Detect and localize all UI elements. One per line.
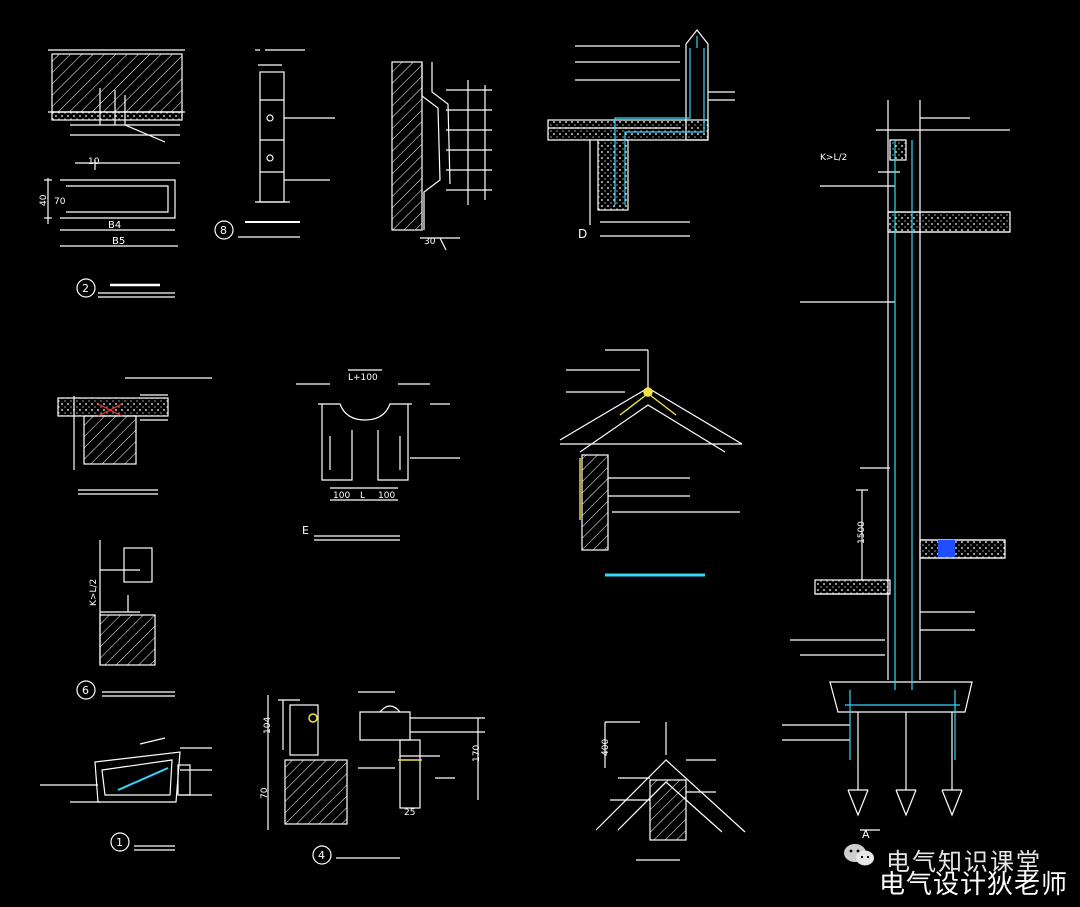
joint-red-cross	[97, 403, 123, 417]
detail-roof-ridge	[559, 349, 743, 551]
dim-b4: B4	[108, 220, 121, 231]
wechat-icon	[844, 844, 874, 866]
detail-joint-left	[57, 377, 212, 495]
marker-circle-4: 4	[318, 849, 325, 862]
detail-4-pipe-support	[267, 691, 485, 865]
marker-letter-e: E	[302, 524, 309, 537]
pipe-yellow-marks	[308, 713, 422, 761]
detail-1-cyan-bar	[117, 767, 169, 791]
dim-b-inner: 70	[54, 197, 66, 207]
detail-slab-top-left	[48, 49, 185, 143]
dim-30: 30	[424, 237, 436, 247]
dim-l: L	[360, 491, 365, 501]
detail-8-column	[214, 49, 335, 240]
dim-b5: B5	[112, 236, 125, 247]
dim-1500: 1500	[857, 521, 867, 544]
dim-100-a: 100	[333, 491, 350, 501]
dim-104: 104	[263, 717, 273, 734]
marker-circle-8: 8	[220, 224, 227, 237]
marker-blue-square	[938, 540, 955, 557]
detail-wall-gutter	[391, 61, 492, 251]
marker-letter-d: D	[578, 227, 587, 241]
detail-2-bracket	[44, 160, 180, 298]
watermark-author: 电气设计狄老师	[878, 870, 1068, 900]
dim-l-plus-100: L+100	[348, 373, 378, 383]
roof-yellow-marks	[579, 387, 677, 520]
detail-e-channel	[296, 369, 460, 541]
dim-b-left: 40	[39, 194, 49, 206]
dim-400: 400	[601, 739, 611, 756]
dim-100-b: 100	[378, 491, 395, 501]
marker-circle-1: 1	[116, 836, 123, 849]
dim-70: 70	[260, 787, 270, 799]
pile-column-rebar	[845, 140, 960, 760]
detail-d-parapet	[547, 29, 735, 237]
detail-d-rebar	[614, 36, 705, 205]
dim-170: 170	[472, 745, 482, 762]
marker-letter-a: A	[862, 828, 870, 841]
marker-circle-2: 2	[82, 282, 89, 295]
dim-b-top: 10	[88, 157, 100, 167]
dim-k-half-6: K>L/2	[89, 579, 99, 606]
dim-k-half-column: K>L/2	[820, 153, 847, 163]
dim-25: 25	[404, 808, 415, 818]
marker-circle-6: 6	[82, 684, 89, 697]
watermark-channel-name: 电气知识课堂	[886, 848, 1042, 876]
detail-1-box	[40, 737, 212, 852]
detail-6	[76, 540, 175, 700]
detail-gable-bottom	[595, 721, 746, 861]
